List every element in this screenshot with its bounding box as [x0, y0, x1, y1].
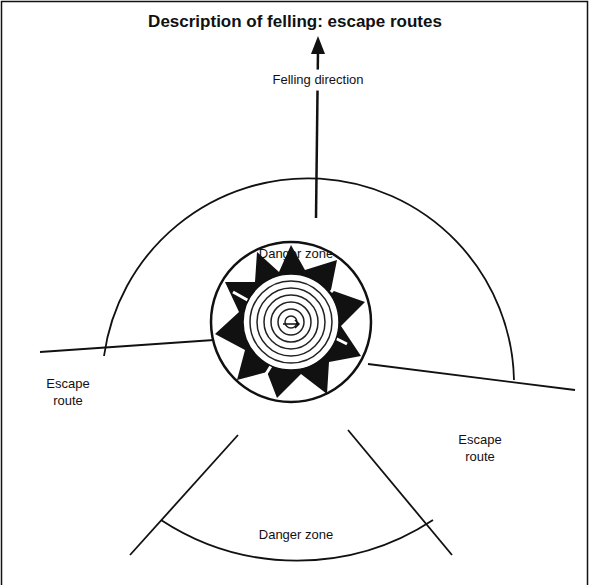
route-label: Escape route: [449, 432, 511, 466]
zone-label: Danger zone: [259, 527, 333, 544]
diagram-title: Description of felling: escape routes: [148, 11, 442, 33]
boundary-line: [40, 340, 214, 352]
boundary-line: [130, 435, 238, 555]
boundary-line: [368, 364, 575, 390]
route-label: Escape route: [37, 376, 99, 410]
danger-arc: [161, 520, 433, 561]
danger-arc: [104, 178, 514, 380]
tree-stump: [211, 242, 371, 402]
boundary-line: [348, 430, 452, 555]
direction-label: Felling direction: [269, 70, 366, 91]
arrow-head: [311, 36, 325, 54]
zone-label: Danger zone: [259, 246, 333, 263]
